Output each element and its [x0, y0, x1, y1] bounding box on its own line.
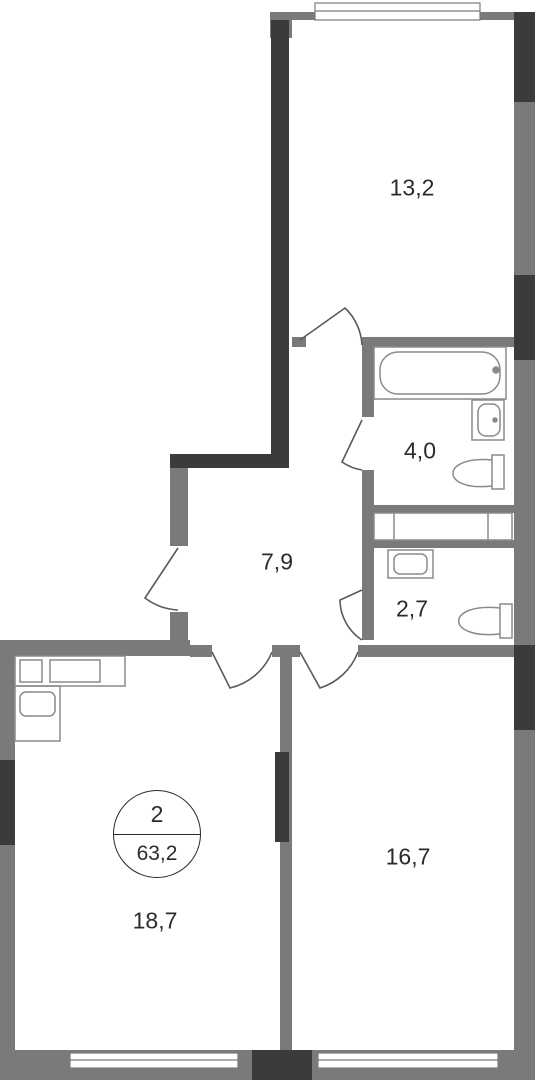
total-area: 63,2: [136, 842, 178, 865]
rooms-count: 2: [150, 801, 164, 827]
walls: [0, 12, 535, 1080]
badge-divider: [114, 834, 200, 835]
room-area-label-13-2: 13,2: [389, 174, 435, 201]
fixtures: [14, 346, 513, 742]
kitchen-stove-icon: [14, 655, 126, 687]
room-area-label-4-0: 4,0: [404, 437, 436, 464]
room-area-label-7-9: 7,9: [261, 548, 293, 575]
bathtub-icon: [373, 346, 507, 400]
sink-icon: [471, 399, 505, 441]
room-area-label-2-7: 2,7: [396, 595, 428, 622]
room-area-label-16-7: 16,7: [385, 843, 431, 870]
toilet-icon: [452, 454, 505, 490]
apartment-badge: 2 63,2: [113, 790, 201, 878]
kitchen-sink-icon: [14, 685, 61, 742]
bearing-walls: [0, 12, 535, 1080]
windows: [69, 2, 499, 1069]
toilet-icon: [458, 603, 513, 639]
washing-machine-icon: [373, 512, 513, 541]
sink-icon: [387, 549, 434, 579]
room-area-label-18-7: 18,7: [132, 907, 178, 934]
doors: [143, 306, 363, 689]
